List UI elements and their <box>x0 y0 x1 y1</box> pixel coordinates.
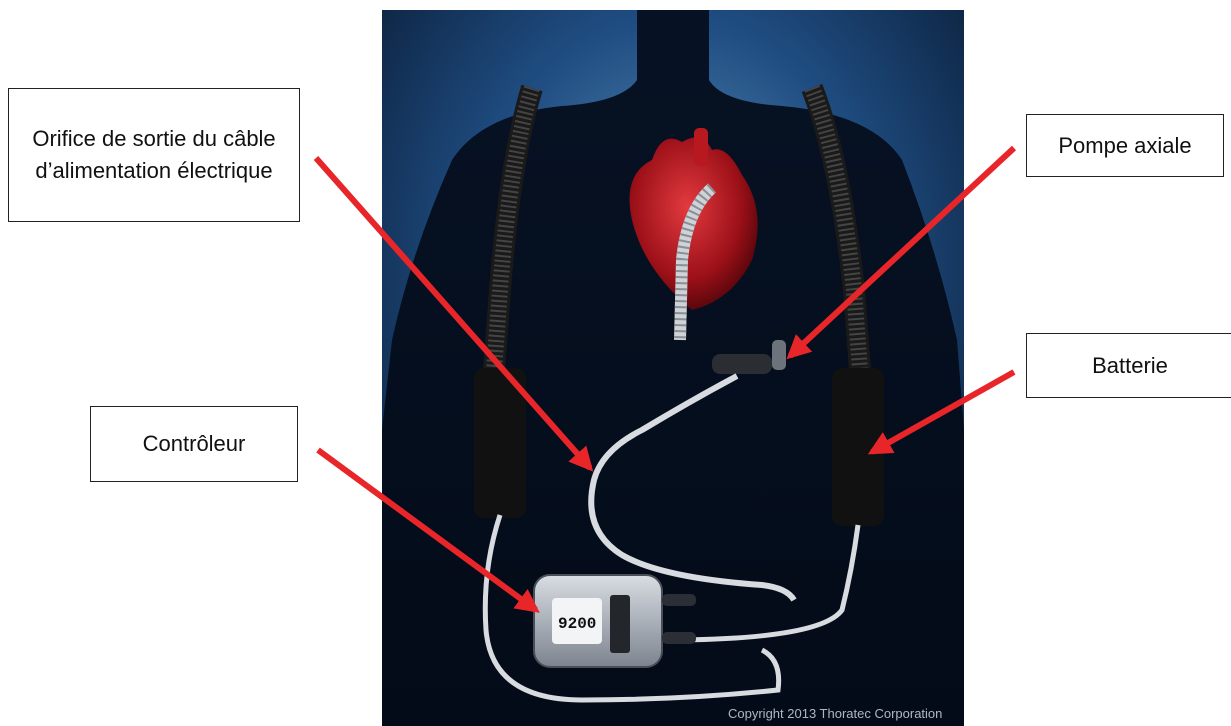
label-pump: Pompe axiale <box>1026 114 1224 177</box>
aorta <box>694 128 708 166</box>
lvad-illustration: 9200 Copyright 2013 Thoratec Corporation <box>382 10 964 726</box>
label-controller-text: Contrôleur <box>143 428 246 460</box>
label-pump-text: Pompe axiale <box>1058 130 1191 162</box>
controller-display: 9200 <box>558 615 596 633</box>
axial-pump <box>712 354 772 374</box>
right-battery <box>832 368 884 526</box>
label-battery: Batterie <box>1026 333 1231 398</box>
copyright: Copyright 2013 Thoratec Corporation <box>728 706 942 721</box>
label-exit-site-text: Orifice de sortie du câble d’alimentatio… <box>9 123 299 187</box>
left-battery <box>474 368 526 518</box>
illustration-svg: 9200 Copyright 2013 Thoratec Corporation <box>382 10 964 726</box>
label-controller: Contrôleur <box>90 406 298 482</box>
label-exit-site: Orifice de sortie du câble d’alimentatio… <box>8 88 300 222</box>
label-battery-text: Batterie <box>1092 350 1168 382</box>
